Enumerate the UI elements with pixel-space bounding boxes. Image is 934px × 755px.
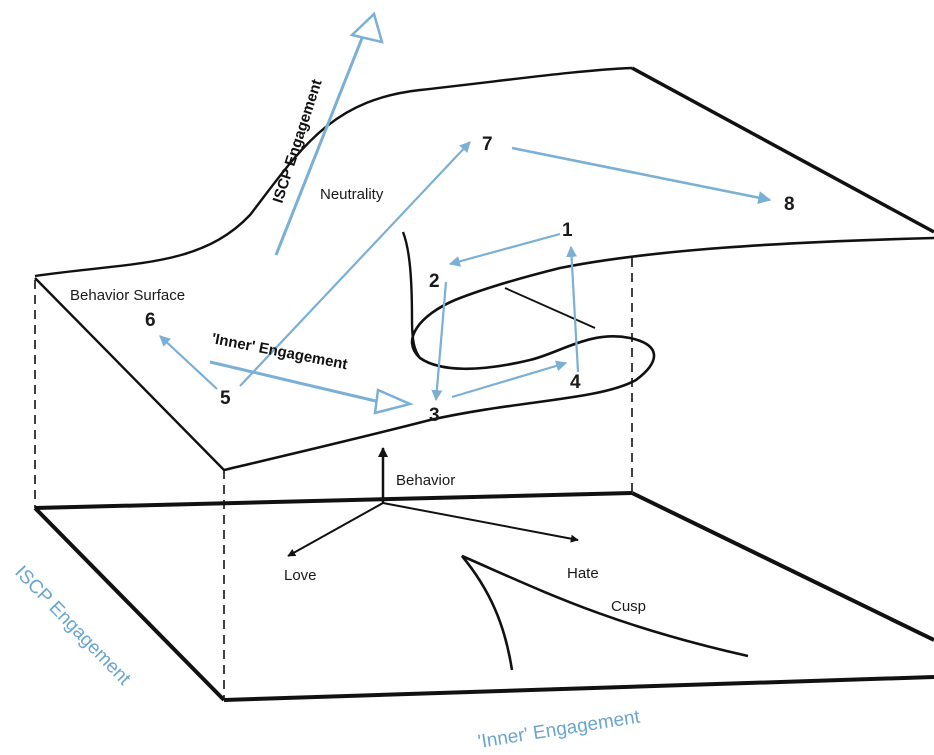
- point-numbers: 1 2 3 4 5 6 7 8: [145, 134, 795, 426]
- surface-front-edge: [223, 236, 934, 472]
- behavior-surface: [34, 66, 934, 472]
- cusp-label: Cusp: [611, 598, 646, 615]
- neutrality-label: Neutrality: [320, 186, 384, 203]
- hate-axis-arrow: [382, 502, 579, 543]
- arrow-5-to-7: [239, 141, 471, 387]
- box-verticals: [34, 258, 633, 700]
- hate-label: Hate: [567, 565, 599, 582]
- arrow-1-to-2: [448, 232, 561, 267]
- arrow-7-to-8: [511, 146, 772, 205]
- surface-back-edge: [34, 66, 633, 278]
- surface-left-edge: [34, 277, 225, 471]
- point-1: 1: [562, 220, 573, 241]
- inner-engagement-arrow: [209, 360, 381, 404]
- love-axis-arrow: [287, 502, 384, 557]
- love-label: Love: [284, 567, 317, 584]
- fold-back-edge: [401, 231, 421, 359]
- behavior-surface-label: Behavior Surface: [70, 287, 185, 304]
- iscp-engagement-arrow: [274, 27, 368, 256]
- point-6: 6: [145, 310, 156, 331]
- point-7: 7: [482, 134, 493, 155]
- iscp-engagement-surface-label: ISCP Engagement: [270, 77, 326, 205]
- behavior-label: Behavior: [396, 472, 455, 489]
- fold-crease: [504, 287, 596, 329]
- floor-back-edge: [34, 491, 633, 510]
- arrow-4-to-1: [566, 245, 580, 373]
- inner-engagement-axis-label: 'Inner' Engagement: [476, 706, 642, 752]
- point-5: 5: [220, 388, 231, 409]
- inner-arrowhead: [373, 388, 414, 415]
- floor-right-edge: [631, 491, 934, 642]
- point-2: 2: [429, 271, 440, 292]
- arrow-5-to-6: [159, 335, 218, 390]
- base-box: [33, 491, 934, 702]
- arrow-2-to-3: [431, 281, 448, 402]
- engagement-arrows: [209, 11, 414, 415]
- surface-right-back-edge: [631, 66, 934, 234]
- cusp-curve: [460, 554, 749, 671]
- point-8: 8: [784, 194, 795, 215]
- iscp-arrowhead: [349, 11, 384, 44]
- point-3: 3: [429, 405, 440, 426]
- iscp-engagement-axis-label: ISCP Engagement: [10, 562, 135, 690]
- trajectory-arrows: [159, 141, 772, 402]
- point-4: 4: [570, 372, 581, 393]
- floor-front-edge: [223, 675, 934, 702]
- floor-axes: [287, 447, 579, 557]
- floor-left-edge: [33, 506, 226, 702]
- arrow-3-to-4: [451, 360, 568, 399]
